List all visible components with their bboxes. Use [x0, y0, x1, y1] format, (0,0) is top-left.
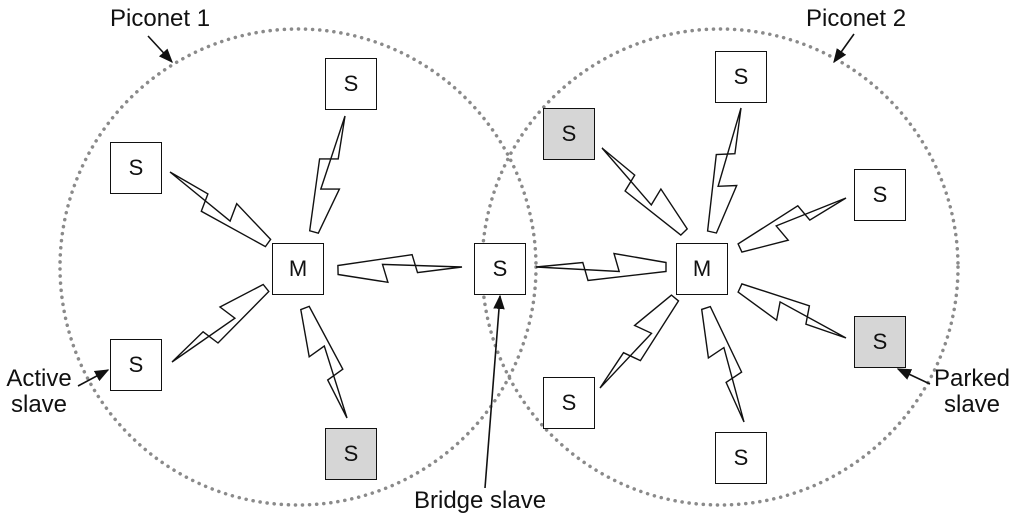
radio-link-bolt	[706, 107, 742, 234]
radio-link-bolt	[169, 171, 272, 248]
radio-link-bolt	[300, 305, 348, 419]
radio-link-bolt	[171, 283, 270, 363]
piconet-2-boundary	[480, 27, 960, 507]
radio-link-bolt	[737, 283, 847, 339]
radio-link-bolt	[601, 147, 689, 237]
parked-slave-node: S	[854, 316, 906, 368]
bridge-slave-node: S	[474, 243, 526, 295]
radio-link-bolt	[737, 197, 847, 253]
master-node-piconet-1: M	[272, 243, 324, 295]
radio-link-bolt	[308, 115, 346, 235]
slave-node: S	[543, 377, 595, 429]
parked-slave-node: S	[325, 428, 377, 480]
slave-node: S	[715, 51, 767, 103]
piconet-1-label: Piconet 1	[110, 5, 211, 32]
radio-link-bolt	[535, 252, 667, 282]
bridge-slave-pointer	[484, 294, 505, 489]
parked-slave-label-line1: Parked	[933, 365, 1011, 392]
radio-link-bolt	[599, 294, 680, 389]
slave-node: S	[325, 58, 377, 110]
parked-slave-pointer	[896, 368, 931, 385]
slave-node: S	[110, 142, 162, 194]
active-slave-node: S	[110, 339, 162, 391]
active-slave-pointer	[77, 369, 110, 387]
slave-node: S	[715, 432, 767, 484]
parked-slave-node: S	[543, 108, 595, 160]
radio-link-bolt	[337, 253, 463, 284]
piconet-2-pointer	[833, 33, 855, 64]
active-slave-label-line2: slave	[10, 391, 68, 418]
parked-slave-label: Parked slave	[928, 366, 1016, 418]
parked-slave-label-line2: slave	[943, 391, 1001, 418]
radio-links	[169, 107, 847, 423]
active-slave-label-line1: Active	[6, 365, 72, 392]
piconet-2-label: Piconet 2	[806, 5, 907, 32]
active-slave-label: Active slave	[2, 366, 76, 418]
piconet-1-pointer	[147, 35, 173, 64]
slave-node: S	[854, 169, 906, 221]
radio-link-bolt	[700, 305, 745, 423]
bridge-slave-label: Bridge slave	[414, 487, 547, 514]
master-node-piconet-2: M	[676, 243, 728, 295]
